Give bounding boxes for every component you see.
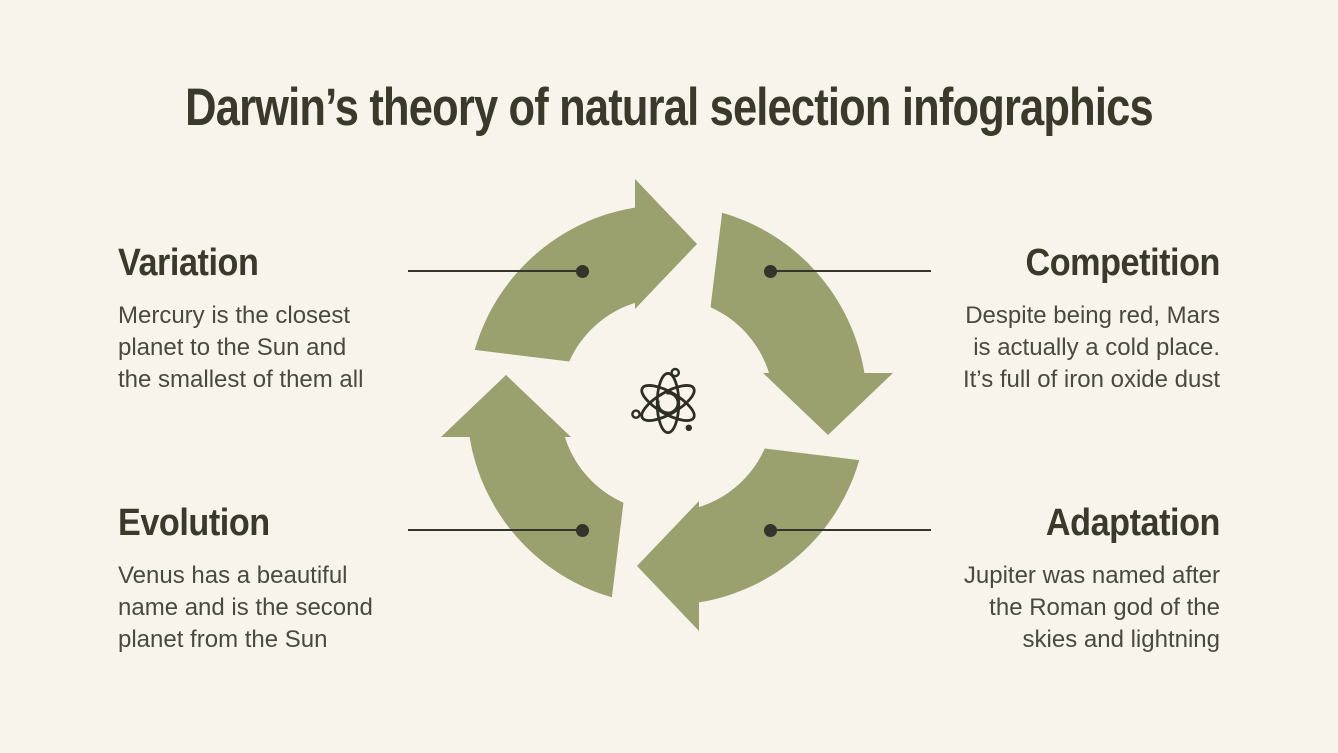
cycle-arrows-diagram xyxy=(441,179,893,631)
connector-line-variation xyxy=(408,270,583,272)
connector-line-competition xyxy=(770,270,931,272)
atom-electron-left xyxy=(631,409,641,419)
section-heading-evolution: Evolution xyxy=(118,502,270,544)
atom-icon xyxy=(631,367,696,434)
cycle-arrow-right xyxy=(710,212,893,435)
connector-line-adaptation xyxy=(770,529,931,531)
section-variation: Variation Mercury is the closest planet … xyxy=(118,240,468,396)
section-adaptation: Adaptation Jupiter was named after the R… xyxy=(870,500,1221,656)
section-heading-adaptation: Adaptation xyxy=(1045,502,1221,544)
slide-title: Darwin’s theory of natural selection inf… xyxy=(185,78,1153,137)
atom-electron-bottom-right xyxy=(685,424,692,431)
section-body-variation: Mercury is the closest planet to the Sun… xyxy=(118,302,364,393)
cycle-arrow-bottom xyxy=(637,448,860,631)
section-competition: Competition Despite being red, Mars is a… xyxy=(870,240,1220,396)
atom-orbit-vertical xyxy=(655,372,681,434)
connector-dot-adaptation xyxy=(764,524,777,537)
connector-dot-competition xyxy=(764,265,777,278)
connector-dot-variation xyxy=(576,265,589,278)
section-body-adaptation: Jupiter was named after the Roman god of… xyxy=(963,562,1220,653)
atom-electron-top-right xyxy=(670,367,680,378)
section-heading-competition: Competition xyxy=(1025,242,1220,284)
connector-line-evolution xyxy=(408,529,583,531)
cycle-arrows-group xyxy=(441,179,893,631)
section-body-evolution: Venus has a beautiful name and is the se… xyxy=(118,562,373,653)
section-heading-variation: Variation xyxy=(118,242,259,284)
section-evolution: Evolution Venus has a beautiful name and… xyxy=(118,500,468,656)
connector-dot-evolution xyxy=(576,524,589,537)
section-body-competition: Despite being red, Mars is actually a co… xyxy=(962,302,1220,393)
cycle-arrow-left xyxy=(441,375,624,598)
